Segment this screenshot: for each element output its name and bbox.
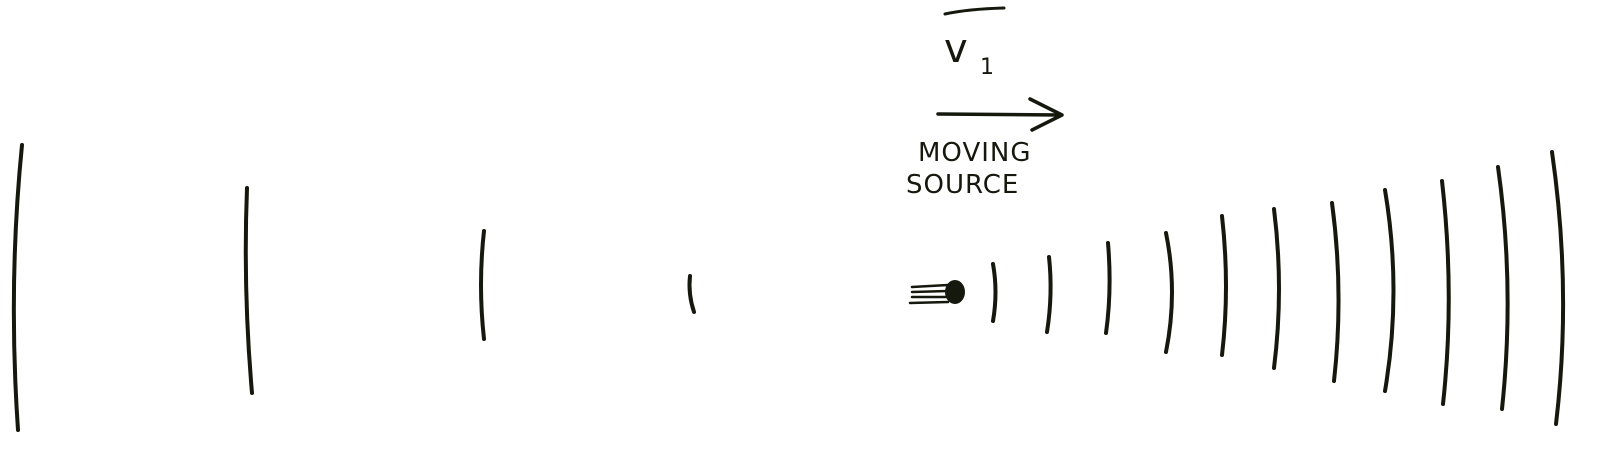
wavefront-leading-2 [1045, 255, 1053, 334]
wavefront-leading-8 [1383, 188, 1396, 393]
wavefront-leading-7 [1330, 201, 1341, 383]
moving-source [908, 280, 965, 305]
wavefront-leading-11 [1550, 150, 1566, 426]
wavefront-leading-9 [1440, 179, 1451, 406]
wavefront-leading-10 [1496, 165, 1510, 411]
velocity-subscript: 1 [980, 55, 995, 80]
wavefront-leading-1 [991, 262, 998, 323]
wavefront-trailing-3 [479, 229, 486, 341]
speed-lines-icon [908, 283, 950, 305]
wavefront-leading-6 [1272, 207, 1281, 370]
moving-source-label: MOVING SOURCE [906, 138, 1032, 200]
wavefront-leading-4 [1164, 231, 1174, 354]
velocity-symbol: v [944, 26, 969, 72]
wavefront-trailing-2 [243, 186, 254, 395]
wavefront-leading-5 [1220, 214, 1228, 357]
trailing-wavefronts [11, 143, 696, 432]
label-line-moving: MOVING [918, 138, 1032, 168]
source-dot-icon [945, 280, 965, 304]
velocity-overbar [943, 6, 1006, 16]
wavefront-leading-3 [1104, 241, 1112, 335]
wavefront-trailing-4 [687, 274, 696, 314]
leading-wavefronts [991, 150, 1566, 426]
wavefront-trailing-1 [11, 143, 24, 432]
label-line-source: SOURCE [906, 170, 1019, 200]
arrow-right-icon [936, 97, 1064, 132]
velocity-label: v 1 [943, 6, 1006, 80]
